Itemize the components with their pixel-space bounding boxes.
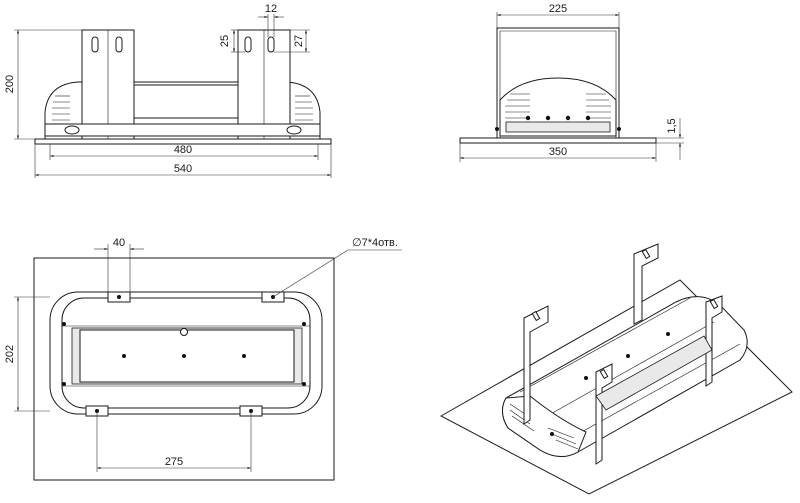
front-vents-right xyxy=(295,95,313,121)
dim-12: 12 xyxy=(265,3,277,15)
iso-bracket-front xyxy=(523,305,613,465)
dim-200: 200 xyxy=(4,75,16,93)
isometric-view xyxy=(439,243,793,495)
iso-end-cap xyxy=(502,395,587,457)
dim-1-5: 1,5 xyxy=(666,118,678,133)
dim-40: 40 xyxy=(113,237,125,249)
hole-note: ∅7*4отв. xyxy=(352,237,398,249)
front-bracket-right xyxy=(237,29,291,140)
front-bracket-left xyxy=(81,29,135,140)
dim-225: 225 xyxy=(549,3,567,15)
iso-bracket-rear xyxy=(633,243,723,387)
front-vents-left xyxy=(52,95,70,121)
dim-27: 27 xyxy=(293,35,305,47)
front-view: 480 540 200 12 25 27 xyxy=(4,3,332,178)
dim-480: 480 xyxy=(174,144,192,156)
dim-540: 540 xyxy=(174,163,192,175)
dim-275: 275 xyxy=(165,456,183,468)
dim-25: 25 xyxy=(219,35,231,47)
side-housing xyxy=(499,77,617,137)
side-view: 225 350 1,5 xyxy=(459,3,684,162)
dim-350: 350 xyxy=(549,146,567,158)
side-base-plate xyxy=(459,137,657,144)
top-view: 40 202 275 ∅7*4отв. xyxy=(4,237,402,481)
side-bracket xyxy=(496,27,620,138)
dim-202: 202 xyxy=(4,345,16,363)
